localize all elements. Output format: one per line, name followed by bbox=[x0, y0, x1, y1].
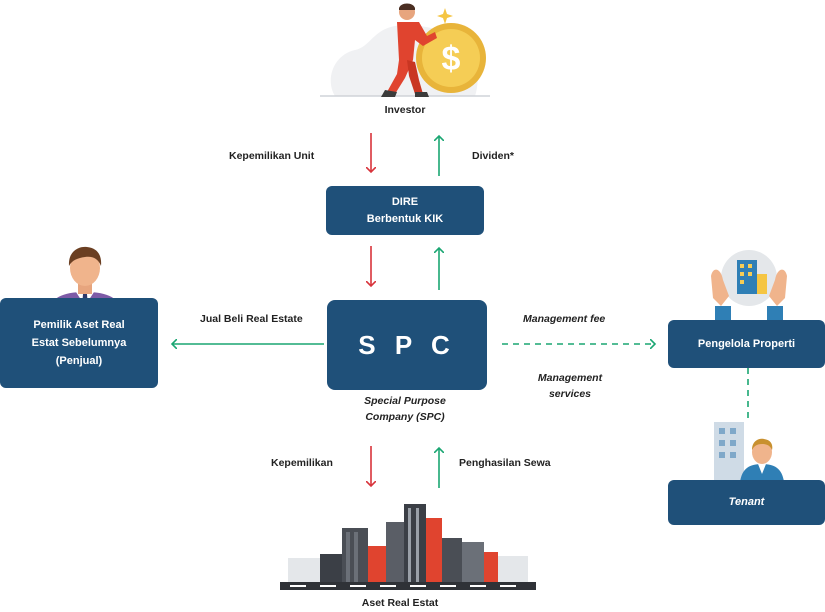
dire-title: DIRE bbox=[391, 195, 419, 208]
label-jual-beli: Jual Beli Real Estate bbox=[200, 313, 303, 325]
label-kepemilikan: Kepemilikan bbox=[271, 457, 333, 469]
seller-line2: Estat Sebelumnya bbox=[31, 337, 127, 349]
label-kepemilikan-unit: Kepemilikan Unit bbox=[229, 150, 315, 162]
tenant-illustration bbox=[714, 422, 784, 482]
label-penghasilan-sewa: Penghasilan Sewa bbox=[459, 457, 551, 469]
management-services-line2: services bbox=[548, 388, 592, 400]
tenant-label: Tenant bbox=[728, 496, 765, 508]
seller-line3: (Penjual) bbox=[55, 355, 103, 367]
seller-box: Pemilik Aset Real Estat Sebelumnya (Penj… bbox=[0, 298, 158, 388]
label-management-fee: Management fee bbox=[523, 313, 606, 325]
manager-label: Pengelola Properti bbox=[697, 337, 796, 350]
spc-box: S P C bbox=[327, 300, 487, 390]
tenant-box: Tenant bbox=[668, 480, 825, 525]
label-management-services: Management services bbox=[520, 370, 620, 402]
seller-line1: Pemilik Aset Real bbox=[33, 319, 125, 331]
hands-building-icon bbox=[711, 250, 787, 320]
spc-caption-line2: Company (SPC) bbox=[365, 411, 445, 423]
dire-box: DIRE Berbentuk KIK bbox=[326, 186, 484, 235]
spc-caption-line1: Special Purpose bbox=[364, 395, 446, 407]
city-skyline-icon bbox=[280, 504, 536, 590]
dire-subtitle: Berbentuk KIK bbox=[366, 212, 444, 225]
manager-box: Pengelola Properti bbox=[668, 320, 825, 368]
management-services-line1: Management bbox=[537, 372, 603, 384]
svg-text:$: $ bbox=[442, 40, 461, 78]
real-estate-label: Aset Real Estat bbox=[361, 597, 439, 609]
investor-label: Investor bbox=[384, 104, 426, 116]
spc-title: S P C bbox=[358, 330, 456, 360]
investor-illustration: $ bbox=[320, 3, 490, 97]
label-dividen: Dividen* bbox=[472, 150, 515, 162]
spc-caption: Special Purpose Company (SPC) bbox=[330, 393, 480, 425]
